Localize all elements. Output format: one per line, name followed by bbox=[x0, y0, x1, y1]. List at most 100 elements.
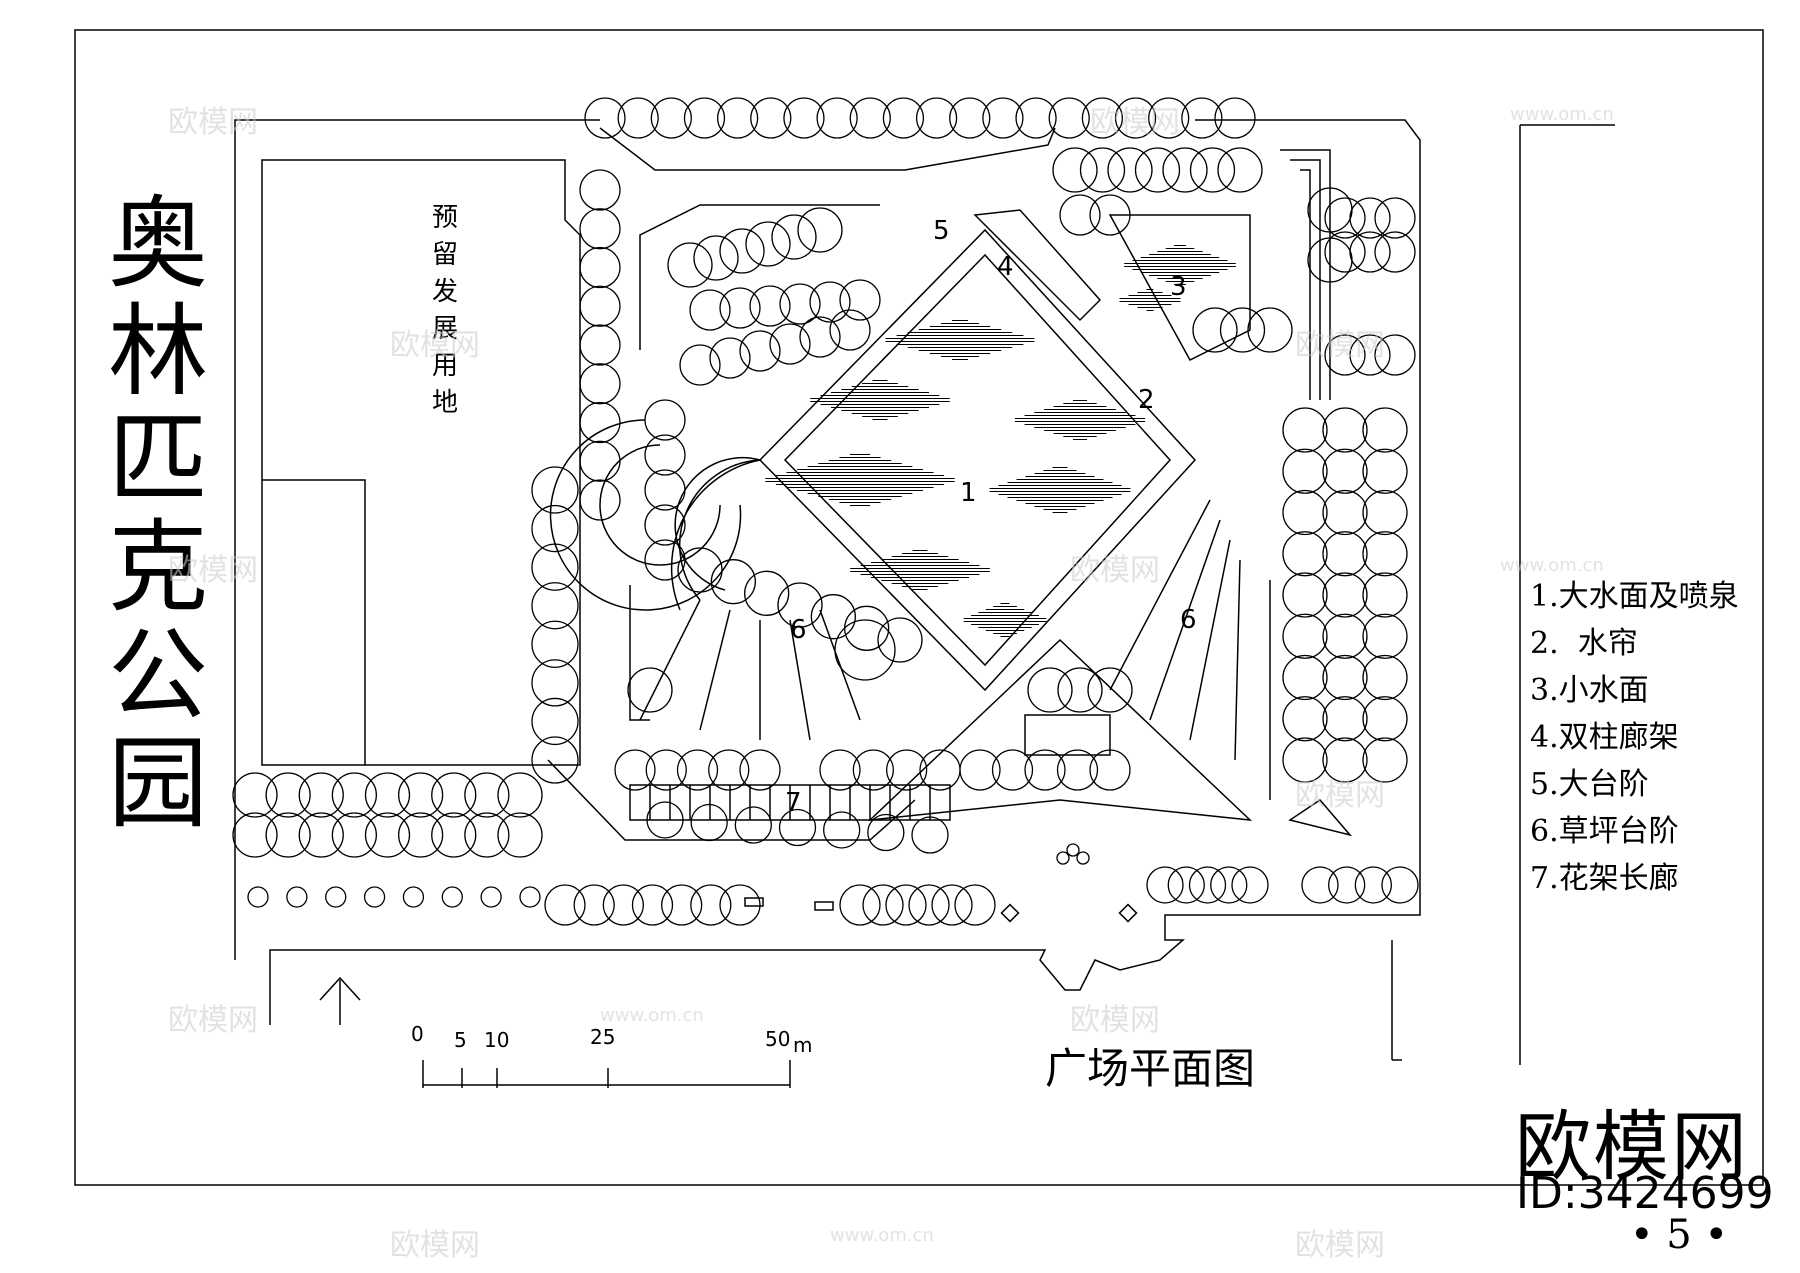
tree-canopy bbox=[689, 289, 731, 331]
tree-canopy bbox=[1307, 237, 1353, 283]
tree-canopy bbox=[676, 749, 719, 791]
central-water-inner bbox=[783, 253, 1172, 667]
tree-canopy bbox=[579, 401, 621, 444]
tree-canopy bbox=[650, 97, 692, 139]
tree-canopy bbox=[1374, 197, 1416, 239]
tree-canopy bbox=[579, 169, 621, 211]
tree-canopy bbox=[627, 667, 673, 713]
tree-canopy bbox=[531, 543, 579, 591]
tree-canopy bbox=[882, 97, 925, 139]
tree-canopy bbox=[719, 228, 765, 274]
reserved-zone bbox=[261, 159, 581, 766]
tree-canopy bbox=[1052, 147, 1098, 193]
tree-canopy bbox=[862, 884, 904, 926]
legend-item: 4.双柱廊架 bbox=[1530, 720, 1679, 755]
tree-canopy bbox=[602, 884, 644, 926]
tree-canopy bbox=[441, 886, 463, 908]
tree-canopy bbox=[1322, 489, 1368, 536]
north-path bbox=[599, 127, 1056, 171]
reserved-char: 地 bbox=[431, 388, 458, 418]
tree-canopy bbox=[1162, 147, 1208, 193]
bench bbox=[814, 901, 834, 911]
tree-canopy bbox=[839, 279, 881, 321]
tree-canopy bbox=[679, 344, 721, 386]
tree-canopy bbox=[646, 801, 684, 839]
tree-canopy bbox=[1167, 866, 1205, 904]
tree-canopy bbox=[919, 749, 961, 791]
tree-canopy bbox=[908, 884, 950, 926]
tree-canopy bbox=[531, 697, 579, 746]
tree-canopy bbox=[1362, 654, 1408, 701]
tree-canopy bbox=[661, 884, 703, 926]
tree-canopy bbox=[1374, 231, 1416, 273]
tree-canopy bbox=[911, 816, 949, 854]
scale-bar bbox=[422, 1060, 791, 1088]
ne-planter bbox=[1288, 799, 1353, 837]
tree-canopy bbox=[1324, 334, 1366, 376]
reserved-char: 发 bbox=[431, 277, 458, 307]
tree-canopy bbox=[579, 285, 621, 327]
tree-canopy bbox=[464, 812, 510, 858]
tree-canopy bbox=[1189, 147, 1236, 193]
plan-number-3: 3 bbox=[1170, 272, 1187, 302]
tree-canopy bbox=[1282, 572, 1328, 618]
tree-canopy bbox=[614, 749, 656, 791]
tree-canopy bbox=[829, 309, 871, 351]
tree-canopy bbox=[1231, 866, 1269, 904]
scale-label-0: 0 bbox=[411, 1022, 424, 1046]
tree-canopy bbox=[799, 316, 841, 358]
tree-canopy bbox=[834, 619, 896, 681]
tree-canopy bbox=[991, 749, 1034, 791]
plan-number-1: 1 bbox=[960, 478, 977, 508]
marker bbox=[1118, 903, 1138, 923]
tree-canopy bbox=[823, 811, 861, 849]
tree-canopy bbox=[431, 812, 477, 858]
small-water bbox=[1108, 214, 1251, 361]
tree-canopy bbox=[931, 884, 973, 926]
tree-canopy bbox=[819, 749, 861, 791]
tree-canopy bbox=[1324, 197, 1366, 239]
brand-logo-text: 欧模网 bbox=[1515, 1102, 1749, 1191]
tree-canopy bbox=[734, 806, 772, 844]
tree-canopy bbox=[531, 504, 579, 553]
tree-canopy bbox=[364, 812, 411, 858]
tree-canopy bbox=[364, 772, 411, 818]
tree-canopy bbox=[1066, 843, 1080, 857]
reserved-char: 留 bbox=[431, 240, 458, 270]
tree-canopy bbox=[839, 884, 881, 926]
tree-canopy bbox=[777, 582, 823, 628]
tree-canopy bbox=[644, 434, 686, 476]
tree-canopy bbox=[1282, 489, 1328, 536]
tree-canopy bbox=[1214, 97, 1256, 139]
park-boundary bbox=[234, 119, 1421, 1025]
west-garden-edge bbox=[639, 204, 880, 350]
tree-canopy bbox=[286, 886, 308, 908]
tree-canopy bbox=[1192, 307, 1238, 353]
tree-canopy bbox=[544, 884, 586, 926]
tree-canopy bbox=[579, 208, 621, 250]
title-char: 奥 bbox=[108, 185, 208, 302]
tree-canopy bbox=[325, 886, 347, 908]
tree-canopy bbox=[683, 97, 726, 139]
tree-canopy bbox=[885, 884, 927, 926]
tree-canopy bbox=[644, 399, 686, 441]
tree-canopy bbox=[573, 884, 615, 926]
tree-canopy bbox=[1322, 737, 1368, 783]
tree-canopy bbox=[1282, 448, 1328, 494]
tree-canopy bbox=[1079, 147, 1126, 193]
tree-canopy bbox=[771, 214, 817, 260]
tree-canopy bbox=[750, 97, 792, 139]
tree-canopy bbox=[1282, 654, 1328, 701]
tree-canopy bbox=[531, 582, 579, 630]
title-char: 匹 bbox=[108, 401, 208, 518]
tree-canopy bbox=[644, 469, 686, 511]
reserved-subzone bbox=[261, 480, 365, 766]
legend-item: 2. 水帘 bbox=[1530, 626, 1638, 661]
tree-canopy bbox=[1059, 194, 1101, 236]
title-char: 园 bbox=[108, 725, 208, 842]
title-char: 克 bbox=[108, 509, 208, 626]
plan-number-5: 5 bbox=[933, 216, 950, 246]
tree-canopy bbox=[1322, 531, 1368, 577]
tree-canopy bbox=[579, 479, 621, 521]
tree-canopy bbox=[1381, 866, 1419, 904]
